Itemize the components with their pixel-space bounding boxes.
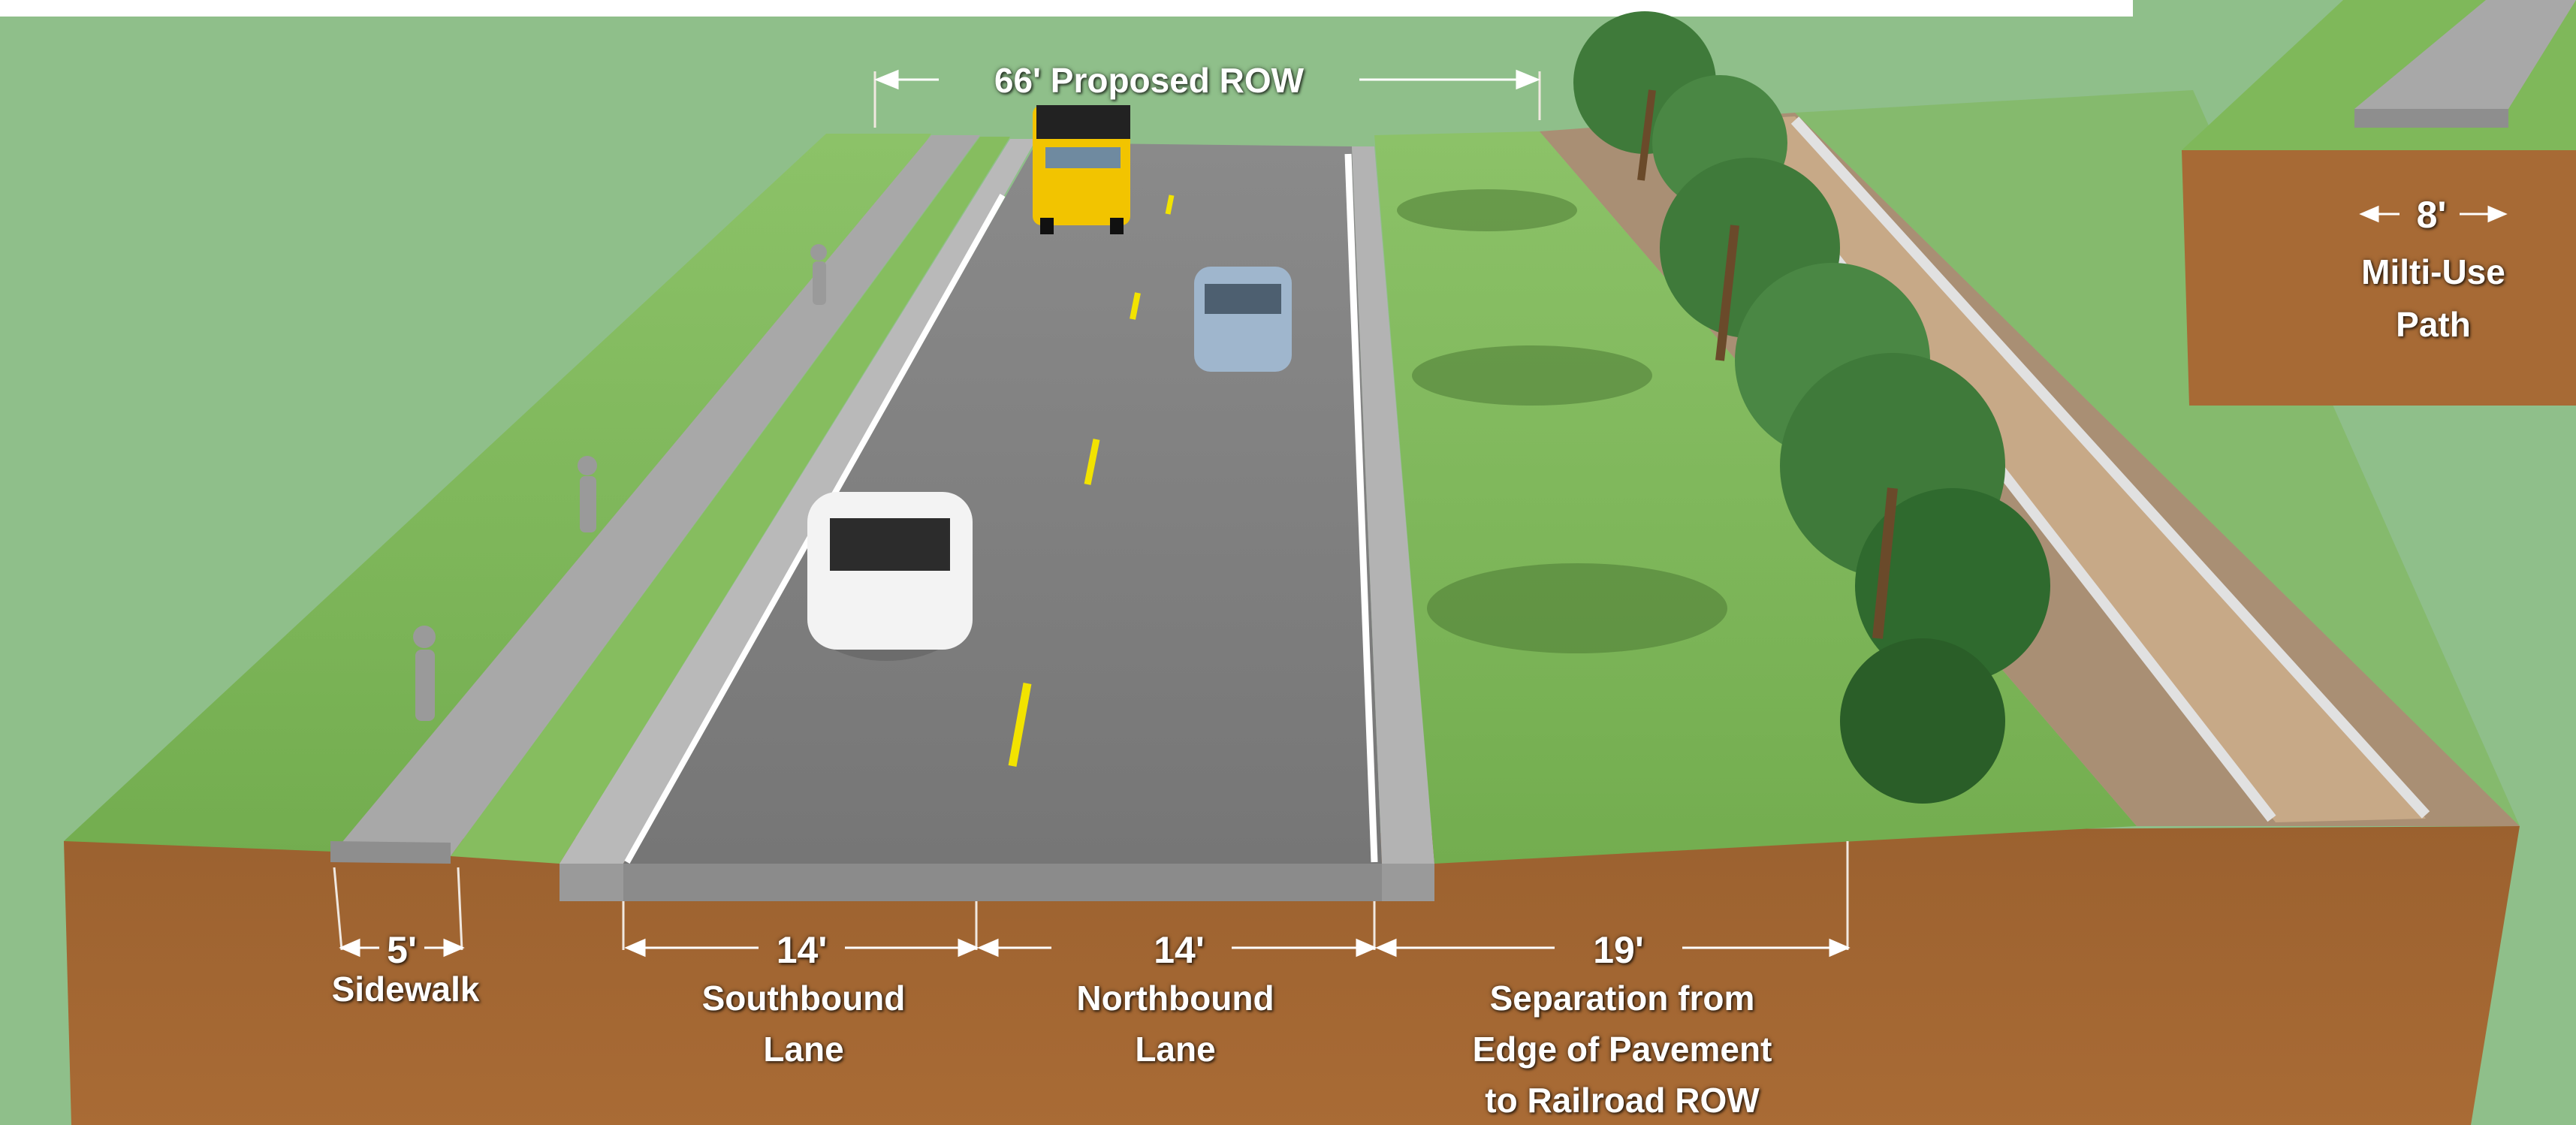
dimension-arrows [339,69,1851,958]
pavement [623,143,1382,864]
separation-caption-1: Separation from [1489,979,1755,1018]
southbound-caption-1: Southbound [701,979,906,1018]
blue-car [1194,267,1292,372]
center-dash [1084,439,1100,485]
sidewalk-surface [330,135,980,856]
sidewalk-caption: Sidewalk [331,970,480,1009]
dimension-lines [333,71,1849,951]
curb-right [1352,146,1434,864]
tree-shadow [1412,345,1652,406]
left-grass [64,134,931,856]
path-caption-1: Milti-Use [2361,252,2505,291]
pedestrian [810,244,827,305]
path-caption-2: Path [2396,305,2471,344]
southbound-width-label: 14' [776,929,828,971]
far-right-grass [1795,90,2520,826]
inset-multi-use-path [2182,0,2576,406]
row-dimension-label: 66' Proposed ROW [994,61,1305,100]
grass-strip [451,137,1010,864]
separation-caption-2: Edge of Pavement [1472,1030,1772,1069]
right-edge-line [1344,153,1378,863]
center-dash [1165,195,1175,215]
sidewalk-edge [330,841,451,864]
southbound-caption-2: Lane [763,1030,844,1069]
tree-shadow [1397,189,1577,231]
tree-shadow [1427,563,1727,653]
northbound-width-label: 14' [1154,929,1205,971]
tree-row [1573,11,2050,804]
rail-right [1790,116,2430,819]
northbound-caption-1: Northbound [1076,979,1274,1018]
pavement-front-texture [623,864,1382,901]
center-dash [1008,683,1032,767]
curb-left [560,139,1036,864]
path-width-label: 8' [2416,194,2447,236]
white-car [807,492,973,661]
center-dash [1130,292,1141,320]
separation-width-label: 19' [1593,929,1644,971]
northbound-caption-2: Lane [1135,1030,1216,1069]
top-white-strip [0,0,2133,17]
pedestrian [413,626,436,721]
pedestrian [578,456,597,532]
separation-caption-3: to Railroad ROW [1485,1081,1760,1120]
sidewalk-width-label: 5' [387,929,417,971]
dump-truck [1033,105,1130,234]
